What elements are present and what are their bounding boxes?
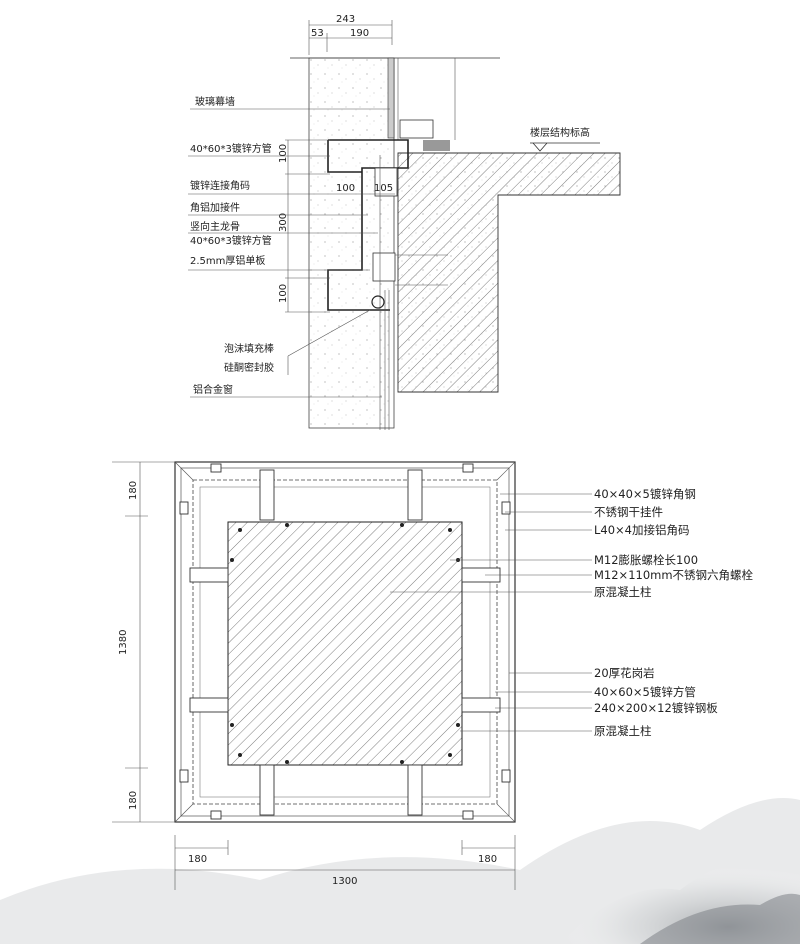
label-steel-plate: 240×200×12镀锌钢板 bbox=[594, 701, 718, 715]
dim-190: 190 bbox=[350, 28, 369, 39]
plan-detail: 180 1380 180 180 180 1300 40×40×5镀锌角钢 不锈… bbox=[112, 461, 754, 890]
label-square-tube-top: 40*60*3镀锌方管 bbox=[190, 142, 272, 155]
label-foam-rod: 泡沫填充棒 bbox=[224, 342, 274, 355]
label-expansion-bolt: M12膨胀螺栓长100 bbox=[594, 553, 698, 567]
label-concrete-column-1: 原混凝土柱 bbox=[594, 585, 652, 599]
dim-180-right: 180 bbox=[478, 854, 497, 865]
dim-100-horizontal: 100 bbox=[336, 183, 355, 194]
label-glass-curtain-wall: 玻璃幕墙 bbox=[195, 95, 235, 108]
ink-wash-mountains bbox=[0, 798, 800, 944]
label-stainless-hanger: 不锈钢干挂件 bbox=[594, 505, 663, 519]
dim-105: 105 bbox=[374, 183, 393, 194]
label-main-keel: 竖向主龙骨 bbox=[190, 220, 240, 233]
plan-labels: 40×40×5镀锌角钢 不锈钢干挂件 L40×4加接铝角码 M12膨胀螺栓长10… bbox=[390, 487, 754, 738]
label-aluminum-angle-bracket: L40×4加接铝角码 bbox=[594, 523, 690, 537]
dim-1380: 1380 bbox=[118, 630, 129, 655]
label-square-tube: 40×60×5镀锌方管 bbox=[594, 685, 696, 699]
label-granite: 20厚花岗岩 bbox=[594, 666, 655, 680]
dim-180-top: 180 bbox=[128, 481, 139, 500]
label-concrete-column-2: 原混凝土柱 bbox=[594, 724, 652, 738]
label-silicone-sealant: 硅酮密封胶 bbox=[224, 361, 274, 374]
section-labels: 玻璃幕墙 40*60*3镀锌方管 镀锌连接角码 角铝加接件 竖向主龙骨 40*6… bbox=[188, 95, 395, 398]
dim-180-left: 180 bbox=[188, 854, 207, 865]
dim-100-top: 100 bbox=[278, 144, 289, 163]
label-aluminum-panel: 2.5mm厚铝单板 bbox=[190, 254, 265, 267]
dim-100-bottom: 100 bbox=[278, 284, 289, 303]
dim-53: 53 bbox=[311, 28, 324, 39]
section-detail: 243 53 190 楼层结构标高 100 300 1 bbox=[188, 14, 621, 430]
dim-243: 243 bbox=[336, 14, 355, 25]
label-connection-bracket: 镀锌连接角码 bbox=[190, 179, 250, 192]
label-hex-bolt: M12×110mm不锈钢六角螺栓 bbox=[594, 568, 754, 582]
label-square-tube-bottom: 40*60*3镀锌方管 bbox=[190, 234, 272, 247]
floor-level-label: 楼层结构标高 bbox=[530, 126, 590, 139]
dim-180-bottom: 180 bbox=[128, 791, 139, 810]
dim-1300: 1300 bbox=[332, 876, 357, 887]
label-angle-aluminum: 角铝加接件 bbox=[190, 201, 240, 214]
label-angle-steel: 40×40×5镀锌角钢 bbox=[594, 487, 696, 501]
dim-300: 300 bbox=[278, 213, 289, 232]
label-aluminum-window: 铝合金窗 bbox=[193, 383, 233, 396]
